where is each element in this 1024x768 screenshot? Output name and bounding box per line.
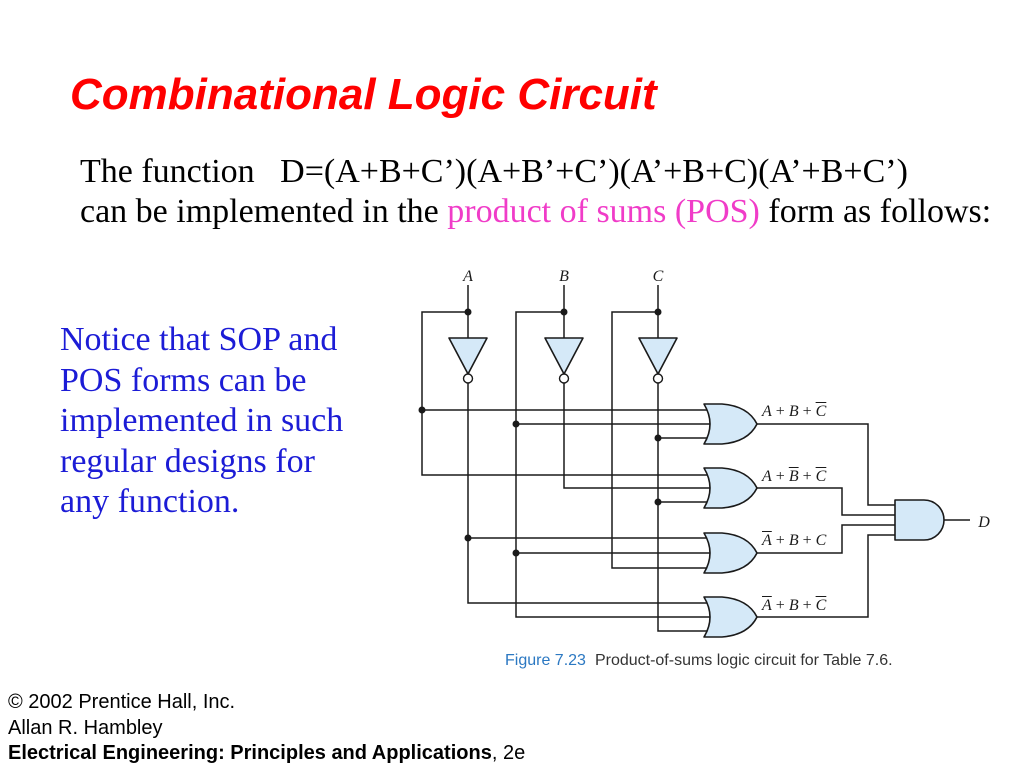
label-plus: + xyxy=(771,468,789,485)
input-label-a: A xyxy=(462,268,473,285)
output-label-d: D xyxy=(977,514,990,531)
label-term: C xyxy=(815,403,827,420)
note-line: regular designs for xyxy=(60,442,315,480)
inverter-a xyxy=(448,337,488,375)
label-term: A xyxy=(762,403,772,420)
inverter-b-bubble xyxy=(558,373,570,384)
author-line: Allan R. Hambley xyxy=(8,716,163,739)
junction-dot xyxy=(512,420,520,428)
side-note: Notice that SOP and POS forms can be imp… xyxy=(60,320,343,523)
inverter-a-bubble xyxy=(462,373,474,384)
junction-dot xyxy=(464,534,472,542)
inverter-c-bubble xyxy=(652,373,664,384)
slide-footer: © 2002 Prentice Hall, Inc. Allan R. Hamb… xyxy=(8,690,525,767)
label-term: B xyxy=(788,532,799,549)
note-line: POS forms can be xyxy=(60,361,307,399)
pos-highlight: product of sums (POS) xyxy=(447,193,760,230)
junction-dot xyxy=(418,406,426,414)
label-term: A xyxy=(762,468,772,485)
label-plus: + xyxy=(798,403,816,420)
label-term: B xyxy=(788,597,799,614)
slide-title: Combinational Logic Circuit xyxy=(70,70,657,119)
wire-gate2-output xyxy=(757,487,895,516)
pos-circuit-diagram: A B C D xyxy=(418,268,990,638)
label-plus: + xyxy=(798,597,816,614)
wire-c-to-gate3 xyxy=(611,311,712,569)
label-term: C xyxy=(815,532,827,549)
note-line: any function. xyxy=(60,483,240,520)
junction-dot xyxy=(654,434,662,442)
input-label-b: B xyxy=(559,268,569,285)
figure-caption-text: Product-of-sums logic circuit for Table … xyxy=(594,652,893,669)
label-term: C xyxy=(815,468,827,485)
intro-text: The function D=(A+B+C’)(A+B’+C’)(A’+B+C)… xyxy=(80,152,991,232)
function-definition: The function D=(A+B+C’)(A+B’+C’)(A’+B+C)… xyxy=(80,153,908,190)
label-plus: + xyxy=(798,532,816,549)
label-plus: + xyxy=(771,597,789,614)
copyright-line: © 2002 Prentice Hall, Inc. xyxy=(8,691,236,713)
book-line: Electrical Engineering: Principles and A… xyxy=(8,741,525,767)
junction-dot xyxy=(464,308,472,316)
label-term: A xyxy=(762,532,772,549)
input-label-c: C xyxy=(653,268,664,285)
or-gate-4-label: A + B + C xyxy=(762,598,826,614)
inverter-b xyxy=(544,337,584,375)
note-line: implemented in such xyxy=(60,402,344,439)
label-term: C xyxy=(815,597,827,614)
or-gate-2 xyxy=(703,467,758,509)
label-plus: + xyxy=(771,532,789,549)
book-edition: , 2e xyxy=(491,742,526,764)
label-term: B xyxy=(788,403,799,420)
inverter-c xyxy=(638,337,678,375)
wire-gate3-output xyxy=(757,524,895,554)
book-title: Electrical Engineering: Principles and A… xyxy=(8,742,492,764)
implementation-sentence: can be implemented in the product of sum… xyxy=(80,192,991,232)
or-gate-4 xyxy=(703,596,758,638)
label-term: B xyxy=(788,468,799,485)
junction-dot xyxy=(512,549,520,557)
label-plus: + xyxy=(798,468,816,485)
wire-gate4-output xyxy=(757,534,895,618)
wire-gate1-output xyxy=(757,423,895,506)
wire-cbar-to-gate4 xyxy=(657,383,712,632)
label-term: A xyxy=(762,597,772,614)
or-gate-2-label: A + B + C xyxy=(762,469,826,485)
and-gate xyxy=(894,499,945,541)
label-plus: + xyxy=(771,403,789,420)
sentence-end: form as follows: xyxy=(759,193,992,230)
wire-abar-to-gate4 xyxy=(467,383,712,604)
junction-dot xyxy=(654,308,662,316)
figure-caption: Figure 7.23 Product-of-sums logic circuit… xyxy=(505,653,893,669)
sentence-start: can be implemented in the xyxy=(80,193,448,230)
or-gate-1 xyxy=(703,403,758,445)
junction-dot xyxy=(560,308,568,316)
or-gate-1-label: A + B + C xyxy=(762,404,826,420)
junction-dot xyxy=(654,498,662,506)
note-line: Notice that SOP and xyxy=(60,321,338,358)
or-gate-3 xyxy=(703,532,758,574)
wire-a-to-gate2 xyxy=(421,311,712,476)
wire-bbar-to-gate2 xyxy=(563,383,712,489)
figure-number: Figure 7.23 xyxy=(505,652,586,669)
wire-b-to-gate4 xyxy=(515,311,712,618)
or-gate-3-label: A + B + C xyxy=(762,533,826,549)
